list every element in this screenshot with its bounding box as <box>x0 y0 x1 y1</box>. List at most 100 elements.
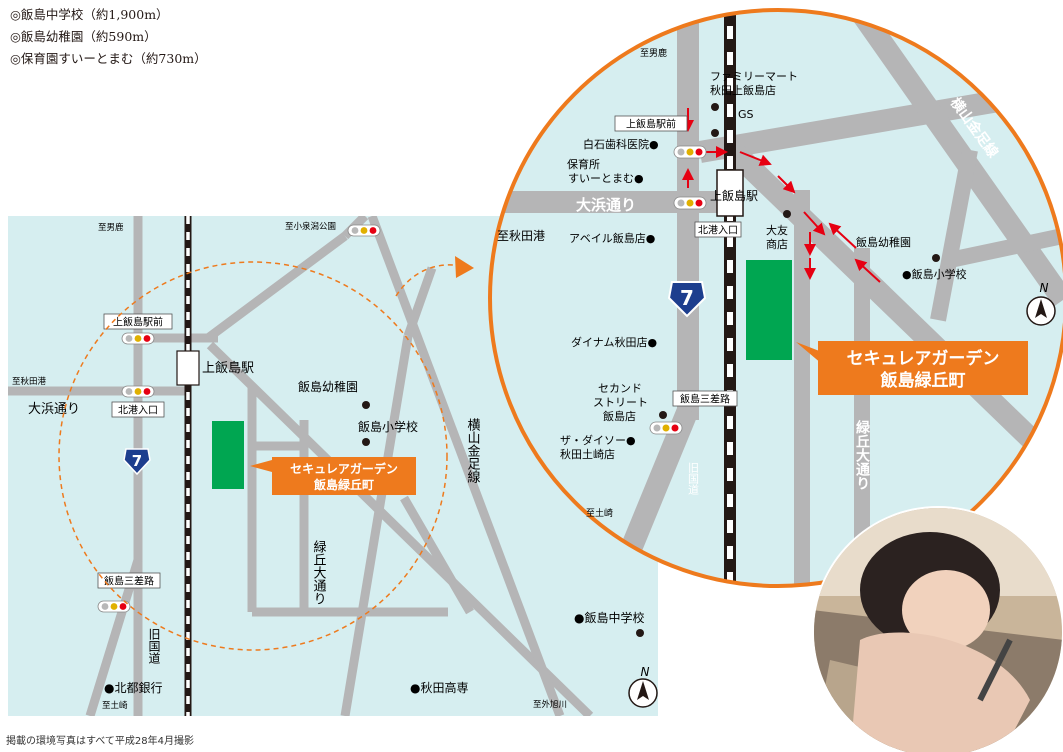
road <box>400 495 474 615</box>
route-arrow <box>803 211 826 236</box>
destination-label: 至土崎 <box>586 507 613 519</box>
place-label-dental: 白石歯科医院● <box>583 137 659 151</box>
destination-label: 至男鹿 <box>98 222 124 233</box>
destination-label: 至外旭川 <box>533 699 567 710</box>
road <box>930 148 978 322</box>
road <box>206 341 594 716</box>
place-label-daiso: 秋田土崎店 <box>560 447 615 461</box>
property-marker <box>746 260 792 360</box>
place-dot <box>711 103 719 111</box>
signal-label-box <box>614 115 688 132</box>
place-label-gs: GS <box>738 108 754 121</box>
place-label-otomo: 商店 <box>766 237 788 251</box>
property-callout-pointer <box>796 342 822 364</box>
place-label-dynam: ダイナム秋田店● <box>571 335 657 349</box>
property-marker <box>212 421 244 489</box>
traffic-signal <box>347 224 381 237</box>
station-marker <box>716 169 744 217</box>
traffic-signal <box>673 196 707 210</box>
traffic-signal <box>649 421 683 435</box>
signal-label: 飯島三差路 <box>680 393 730 406</box>
north-label: N <box>1040 281 1049 295</box>
place-dot <box>711 129 719 137</box>
place-label-familymart: ファミリーマート <box>710 70 798 83</box>
place-label-kindergarten: 飯島幼稚園 <box>856 235 911 249</box>
destination-label: 至土崎 <box>102 700 128 711</box>
signal-label-box <box>672 390 738 407</box>
road <box>340 335 413 716</box>
environment-photo <box>812 506 1063 752</box>
signal-label-box <box>97 572 161 589</box>
station-marker <box>176 350 200 386</box>
place-label-nursery: すいーとまむ● <box>568 172 644 185</box>
property-callout <box>818 341 1028 395</box>
place-dot <box>636 629 644 637</box>
photo-pen <box>977 638 1013 702</box>
signal-label: 飯島三差路 <box>104 575 154 588</box>
traffic-signal <box>97 600 131 613</box>
photo-caption: 掲載の環境写真はすべて平成28年4月撮影 <box>6 736 194 747</box>
place-dot <box>932 254 940 262</box>
place-label-second-street: セカンド <box>598 382 642 395</box>
photo-clothing <box>850 632 1030 752</box>
place-label-nursery: 保育所 <box>567 157 600 171</box>
detail-map-border <box>488 8 1063 588</box>
property-name-line2: 飯島緑丘町 <box>880 370 966 391</box>
place-label-second-street: ストリート <box>593 396 648 409</box>
property-name-line1: セキュレアガーデン <box>290 461 398 476</box>
place-label-familymart: 秋田上飯島店 <box>710 83 776 97</box>
route-arrow <box>854 258 881 283</box>
traffic-signal <box>121 332 155 345</box>
destination-label: 至小泉潟公園 <box>285 221 336 232</box>
place-label-otomo: 大友 <box>766 223 788 237</box>
place-label-bank: ●北都銀行 <box>104 681 162 695</box>
road-yokoyama <box>367 216 565 716</box>
signal-label: 上飯島駅前 <box>113 316 163 329</box>
place-dot <box>362 401 370 409</box>
place-label-avail: アベイル飯島店● <box>569 231 655 245</box>
place-label-daiso: ザ・ダイソー● <box>560 433 636 447</box>
place-dot <box>659 411 667 419</box>
road <box>403 266 437 338</box>
north-arrow-icon <box>1026 296 1056 326</box>
traffic-signal <box>673 145 707 159</box>
place-label-elementary: ●飯島小学校 <box>902 267 967 281</box>
nearby-facility: ◎飯島幼稚園（約590m） <box>10 29 157 44</box>
destination-label: 至秋田港 <box>497 229 545 243</box>
north-arrow-icon <box>628 678 658 708</box>
signal-label: 上飯島駅前 <box>626 118 676 131</box>
signal-label-box <box>111 401 165 418</box>
signal-label: 北港入口 <box>118 405 158 417</box>
zoom-arrow-head <box>455 256 474 278</box>
signal-label-box <box>694 221 742 238</box>
route-number: 7 <box>680 286 694 310</box>
place-dot <box>362 438 370 446</box>
signal-label-box <box>103 313 173 330</box>
destination-label: 至男鹿 <box>640 47 667 59</box>
property-callout-pointer <box>250 460 272 472</box>
road-label-midorioka: 緑丘大通り <box>311 540 327 605</box>
route-7-badge: 7 <box>667 281 707 318</box>
wide-map: 上飯島駅 上飯島駅前 北港入口 飯島三差路 至男鹿 至小泉潟公園 至秋田港 至土… <box>8 216 658 716</box>
road-label-oohama: 大浜通り <box>28 402 80 417</box>
photo-face <box>902 570 990 650</box>
road <box>205 232 348 342</box>
road-label-oohama: 大浜通り <box>576 196 636 214</box>
route-arrow <box>777 175 796 194</box>
route-7-badge: 7 <box>123 448 151 476</box>
place-label-second-street: 飯島店 <box>603 409 636 423</box>
nearby-facility: ◎飯島中学校（約1,900m） <box>10 7 169 22</box>
north-label: N <box>641 665 650 679</box>
route-arrows <box>682 108 881 283</box>
road-label-kyukokudo: 旧国道 <box>147 628 161 664</box>
road-label-kyukokudo: 旧国道 <box>687 462 700 495</box>
place-label-college: ●秋田高専 <box>410 680 468 695</box>
property-name-line1: セキュレアガーデン <box>847 348 1000 369</box>
road <box>722 140 1063 478</box>
traffic-signal <box>121 385 155 398</box>
nearby-facilities-list: ◎飯島中学校（約1,900m） ◎飯島幼稚園（約590m） ◎保育園すいーとまむ… <box>10 4 207 70</box>
place-label-elementary: 飯島小学校 <box>358 419 418 434</box>
road-label-midorioka: 緑丘大通り <box>854 419 870 490</box>
zoom-arrow-path <box>395 264 463 297</box>
